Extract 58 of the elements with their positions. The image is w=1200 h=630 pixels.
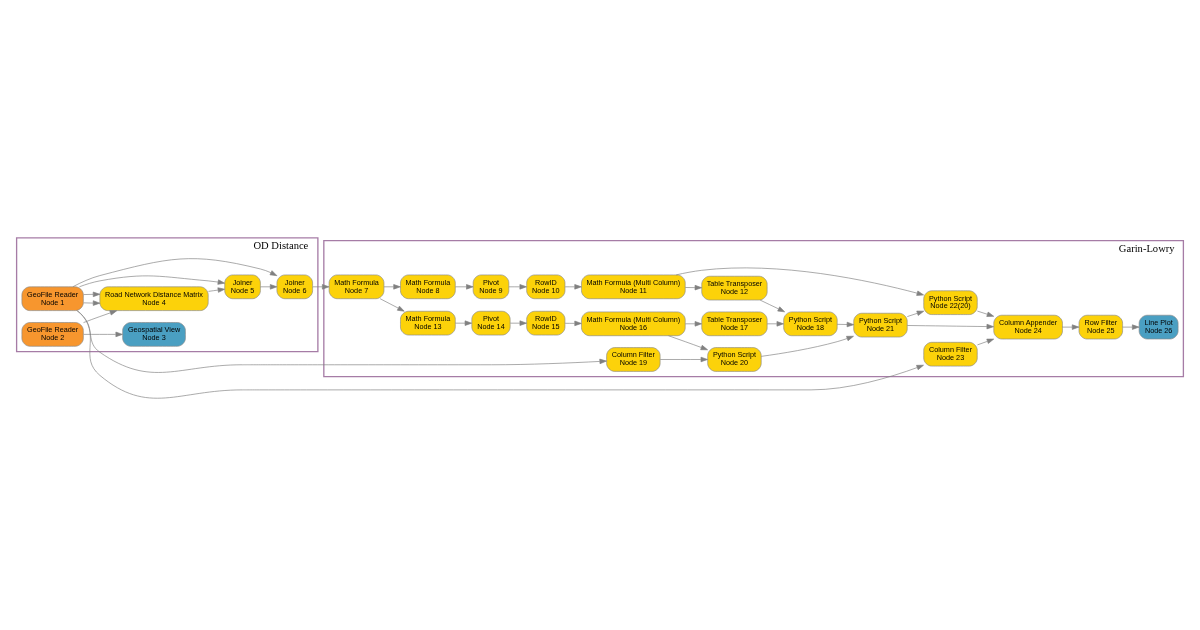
node-box: RowID Node 15 [526, 310, 566, 335]
arrow [208, 286, 225, 293]
arrow [510, 320, 527, 326]
node-box: Road Network Distance Matrix Node 4 [99, 286, 209, 311]
arrow [312, 283, 330, 289]
node-box: Math Formula (Multi Column) Node 11 [581, 274, 686, 299]
arrow [685, 320, 702, 326]
node-box: Table Transposer Node 17 [701, 311, 768, 336]
node-box: RowID Node 10 [526, 274, 566, 299]
arrow [83, 309, 118, 323]
arrow [766, 320, 784, 326]
arrow [508, 283, 527, 289]
arrow [79, 275, 225, 287]
arrow [260, 283, 278, 289]
node-box: Python Script Node 22(20) [923, 289, 978, 315]
node-box: Math Formula Node 7 [328, 274, 385, 299]
arrow [659, 356, 708, 362]
node-box: Row Filter Node 25 [1078, 314, 1123, 339]
node-box: Joiner Node 5 [224, 274, 261, 299]
arrow [564, 320, 582, 326]
arrow [675, 267, 924, 296]
arrow [685, 284, 702, 290]
arrow [759, 299, 785, 312]
node-box: Math Formula Node 13 [400, 310, 456, 335]
arrow [760, 335, 854, 357]
node-box: Joiner Node 6 [276, 274, 313, 299]
node-box: Pivot Node 14 [471, 310, 511, 335]
arrow [379, 297, 405, 312]
node-box: GeoFile Reader Node 2 [21, 321, 84, 347]
arrow [906, 323, 994, 329]
arrow [668, 334, 708, 350]
node-box: Column Filter Node 23 [923, 341, 978, 366]
node-box: Geospatial View Node 3 [122, 321, 186, 347]
arrow [72, 257, 278, 287]
arrow [977, 338, 995, 345]
arrow [83, 299, 101, 306]
arrow [906, 310, 925, 317]
arrow [1122, 324, 1140, 330]
arrow [455, 320, 472, 326]
arrow [83, 291, 101, 297]
arrow [383, 283, 401, 289]
arrow [977, 310, 995, 317]
node-box: Python Script Node 18 [783, 311, 838, 336]
node-box: GeoFile Reader Node 1 [21, 286, 84, 311]
arrow [564, 283, 582, 289]
node-box: Column Filter Node 19 [606, 346, 661, 372]
arrow [836, 321, 855, 327]
node-box: Pivot Node 9 [472, 274, 510, 299]
arrow [455, 283, 474, 289]
arrow [1062, 324, 1080, 330]
node-box: Python Script Node 20 [707, 346, 762, 372]
node-box: Math Formula (Multi Column) Node 16 [581, 311, 686, 336]
arrow [83, 331, 123, 337]
node-box: Line Plot Node 26 [1138, 314, 1179, 339]
node-box: Table Transposer Node 12 [701, 275, 768, 300]
node-box: Math Formula Node 8 [400, 274, 456, 299]
node-box: Column Appender Node 24 [993, 314, 1063, 339]
node-box: Python Script Node 21 [853, 312, 908, 337]
